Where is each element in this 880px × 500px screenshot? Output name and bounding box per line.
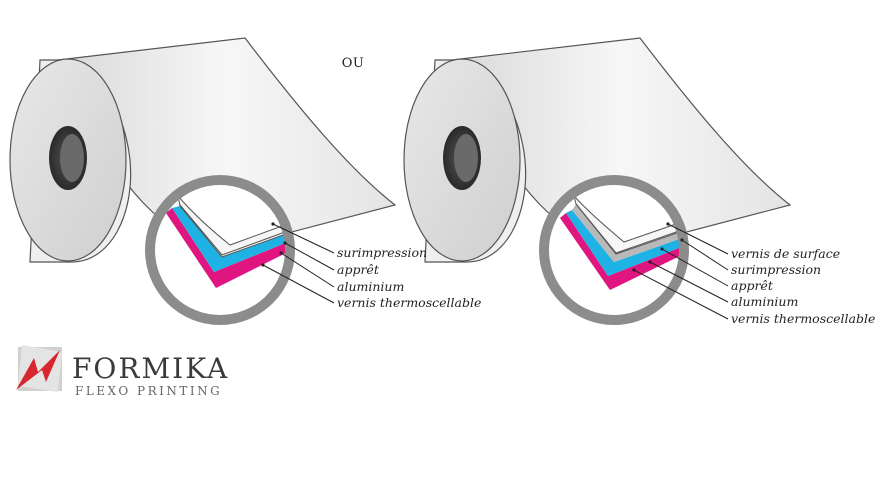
right-magnifier xyxy=(539,175,689,325)
right-roll xyxy=(403,37,792,263)
left-label-vernis-thermoscellable: vernis thermoscellable xyxy=(337,295,482,310)
right-label-surimpression: surimpression xyxy=(731,262,822,277)
logo-name: FORMIKA xyxy=(72,352,230,385)
left-magnifier xyxy=(145,175,295,325)
right-label-vernis-thermoscellable: vernis thermoscellable xyxy=(731,311,876,326)
lightning-icon xyxy=(16,350,60,390)
logo-tagline: FLEXO PRINTING xyxy=(75,384,223,398)
right-leader-lines xyxy=(633,223,729,320)
left-layer-magenta xyxy=(166,208,288,288)
separator-text: OU xyxy=(341,56,365,71)
right-label-aluminium: aluminium xyxy=(731,294,799,309)
formika-logo-mark xyxy=(16,345,62,392)
left-layer-cyan xyxy=(172,206,288,272)
left-label-appret: apprêt xyxy=(337,262,379,277)
right-label-appret: apprêt xyxy=(731,278,773,293)
right-layer-magenta xyxy=(560,213,684,290)
right-layer-cyan xyxy=(566,210,684,276)
right-layer-grey xyxy=(572,204,682,262)
right-label-vernis-de-surface: vernis de surface xyxy=(731,246,841,261)
left-leader-lines xyxy=(262,223,335,304)
left-label-surimpression: surimpression xyxy=(337,245,428,260)
left-roll xyxy=(9,37,397,263)
left-label-aluminium: aluminium xyxy=(337,279,405,294)
